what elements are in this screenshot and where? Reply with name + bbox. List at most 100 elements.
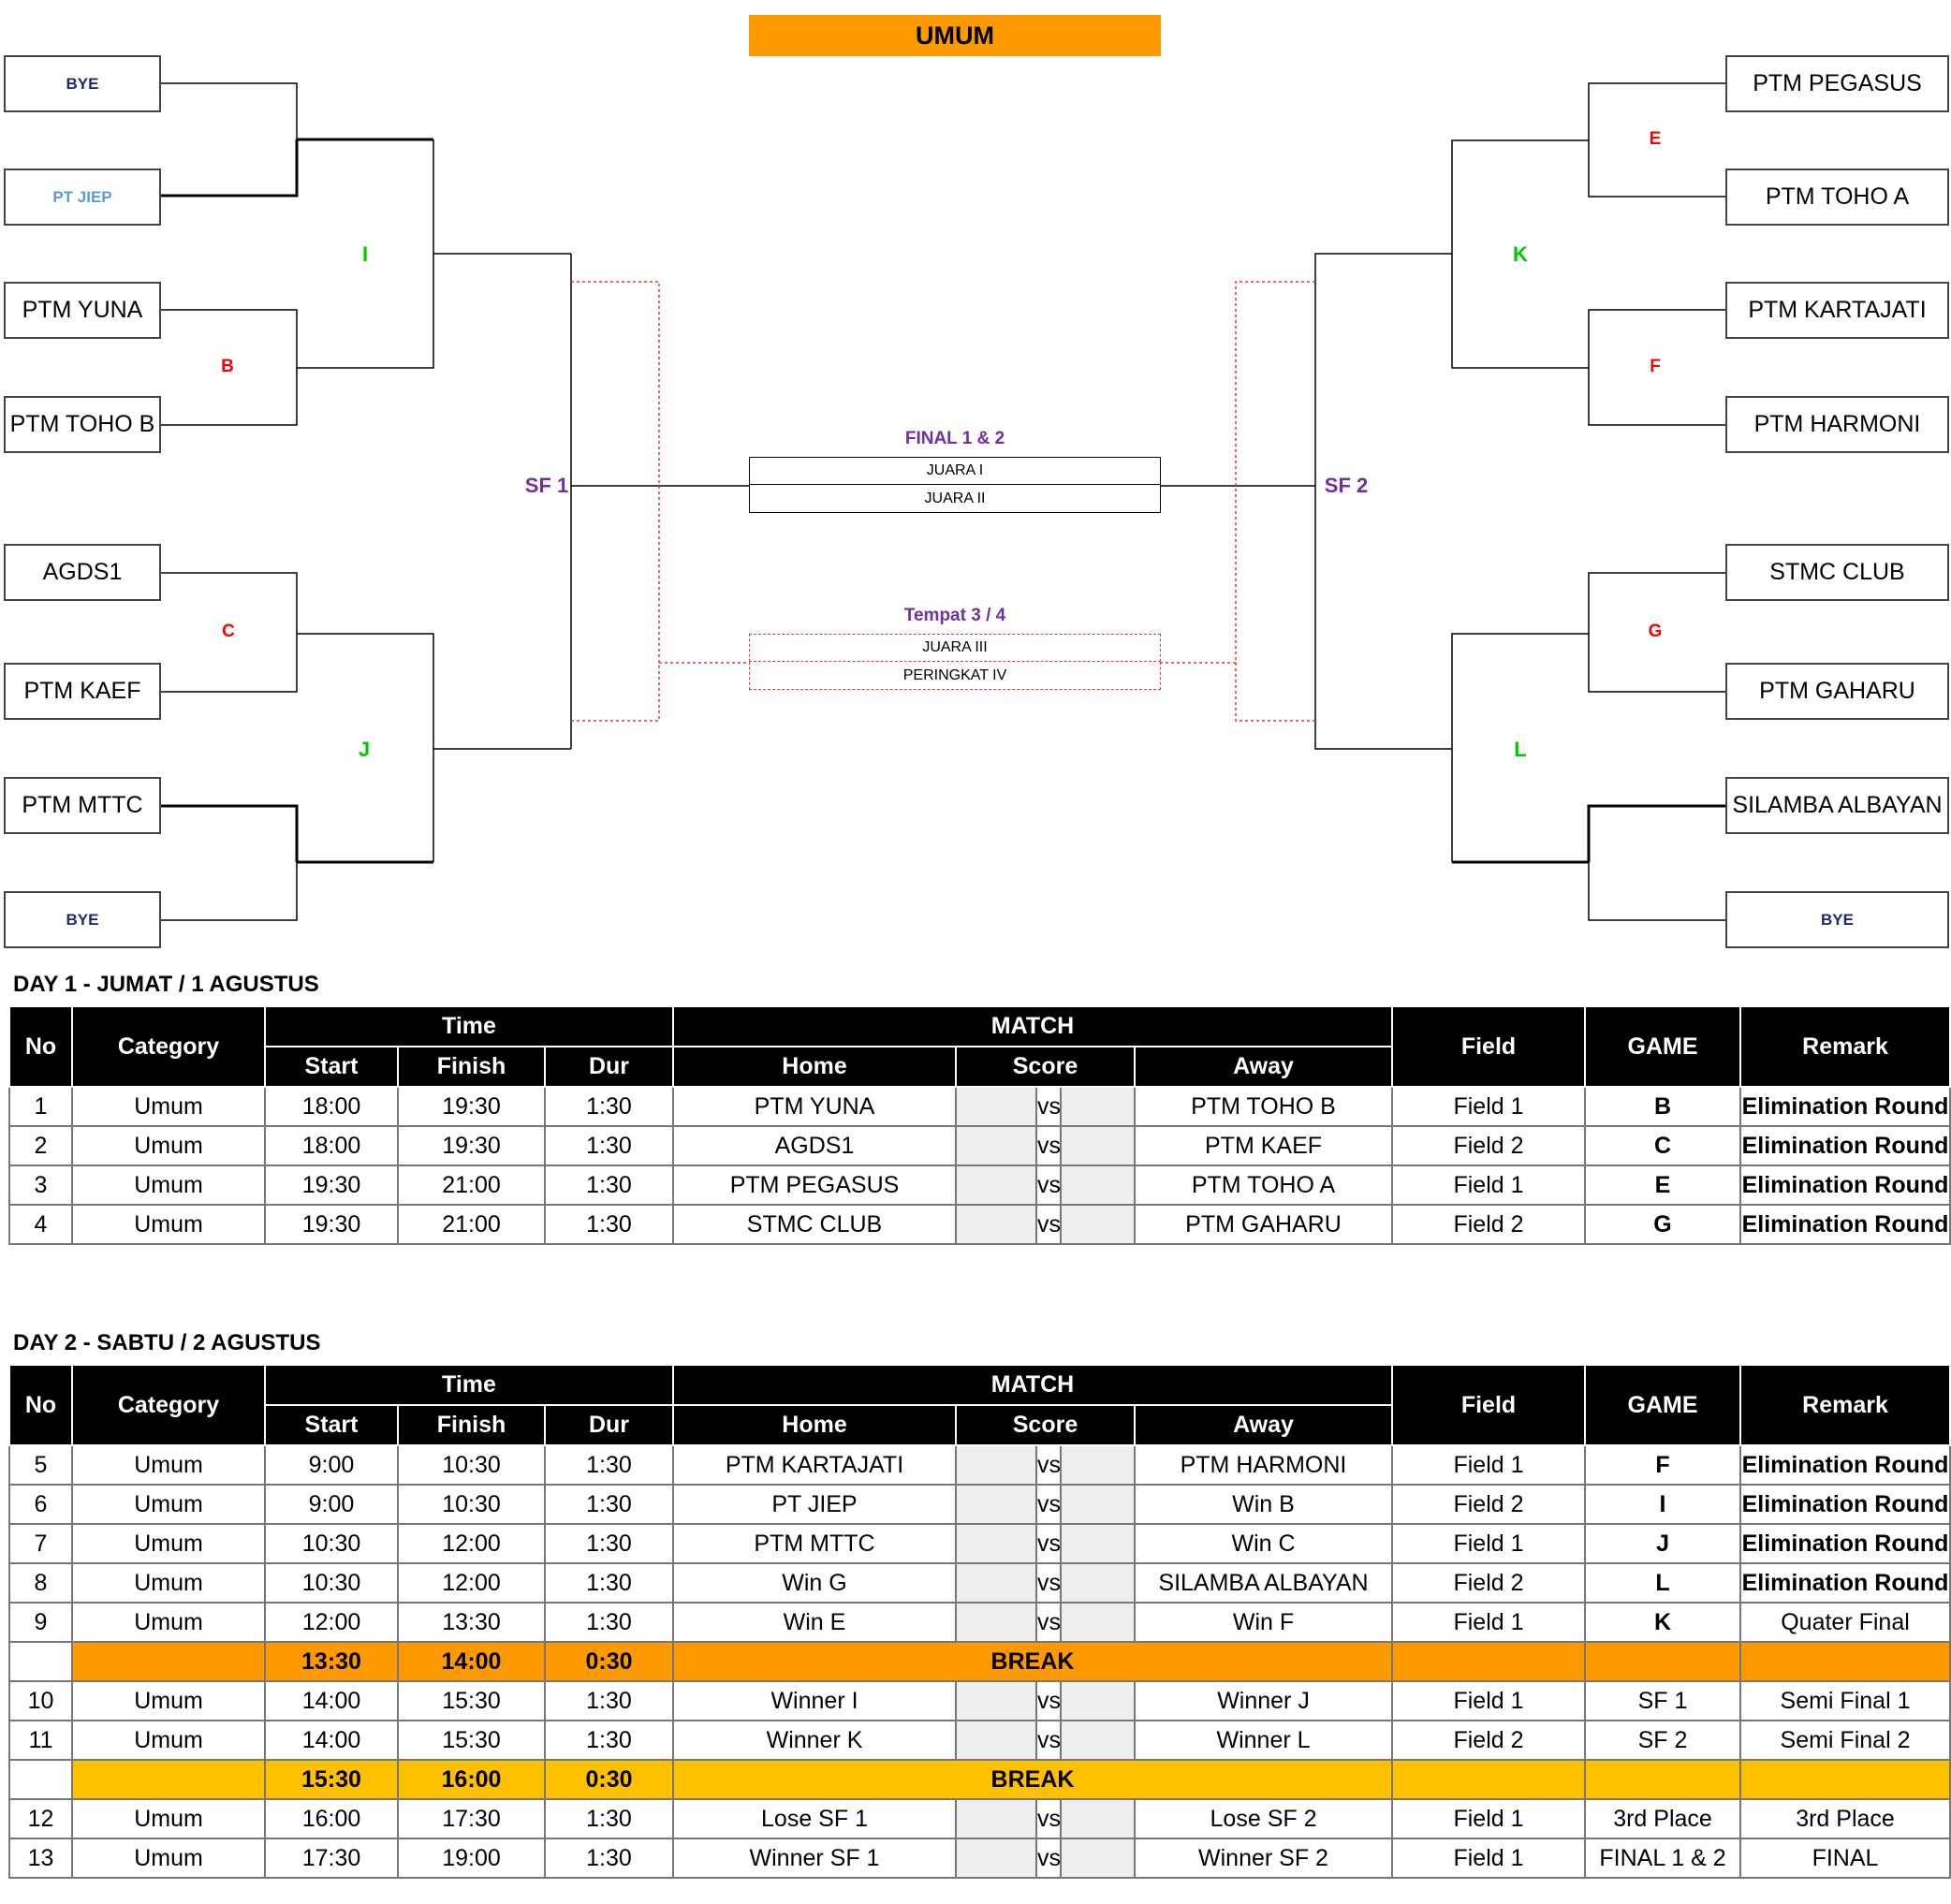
cell-start: 10:30 [264,1523,399,1564]
cell-no: 5 [8,1444,73,1486]
cell-away: PTM TOHO B [1133,1086,1394,1127]
cell-dur: 1:30 [544,1484,674,1525]
cell-away: PTM TOHO A [1133,1164,1394,1206]
cell-vs: vs [1035,1720,1062,1761]
score-away-cell [1060,1720,1136,1761]
cell-dur: 1:30 [544,1444,674,1486]
cell-start: 18:00 [264,1125,399,1166]
team-box-right-5: STMC CLUB [1725,544,1949,601]
score-home-cell [955,1720,1037,1761]
cell-category: Umum [71,1602,266,1643]
third-place-row-1: JUARA III [749,634,1161,662]
cell-game: FINAL 1 & 2 [1584,1838,1742,1879]
break-cell-start: 13:30 [264,1641,399,1682]
final-heading: FINAL 1 & 2 [904,429,1005,448]
col-header-score: Score [955,1404,1136,1446]
cell-remark: Elimination Round [1739,1523,1951,1564]
col-header-dur: Dur [544,1046,674,1088]
cell-field: Field 2 [1391,1484,1587,1525]
match-label-k: K [1513,242,1528,266]
cell-dur: 1:30 [544,1164,674,1206]
cell-game: C [1584,1125,1742,1166]
match-label-l: L [1514,738,1527,761]
cell-home: PT JIEP [672,1484,957,1525]
cell-no: 11 [8,1720,73,1761]
match-label-c: C [222,622,235,641]
col-header-game: GAME [1584,1364,1742,1446]
cell-vs: vs [1035,1125,1062,1166]
score-home-cell [955,1444,1037,1486]
cell-finish: 12:00 [397,1562,546,1604]
cell-field: Field 2 [1391,1125,1587,1166]
team-box-left-8: BYE [4,891,161,948]
cell-remark: Elimination Round [1739,1204,1951,1245]
break-cell-dur: 0:30 [544,1759,674,1800]
cell-field: Field 1 [1391,1164,1587,1206]
col-header-score: Score [955,1046,1136,1088]
score-away-cell [1060,1602,1136,1643]
break-cell-field [1391,1641,1587,1682]
cell-home: Lose SF 1 [672,1798,957,1839]
score-away-cell [1060,1086,1136,1127]
team-box-right-7: SILAMBA ALBAYAN [1725,777,1949,834]
col-header-time: Time [264,1005,674,1047]
team-box-right-1: PTM PEGASUS [1725,55,1949,112]
match-label-i: I [361,242,369,266]
cell-home: Win E [672,1602,957,1643]
cell-vs: vs [1035,1444,1062,1486]
team-box-right-2: PTM TOHO A [1725,168,1949,226]
score-home-cell [955,1125,1037,1166]
cell-finish: 17:30 [397,1798,546,1839]
cell-dur: 1:30 [544,1125,674,1166]
cell-vs: vs [1035,1562,1062,1604]
break-cell-game [1584,1759,1742,1800]
cell-away: PTM HARMONI [1133,1444,1394,1486]
col-header-no: No [8,1364,73,1446]
cell-dur: 1:30 [544,1562,674,1604]
cell-field: Field 1 [1391,1602,1587,1643]
col-header-category: Category [71,1005,266,1088]
cell-dur: 1:30 [544,1680,674,1721]
cell-start: 18:00 [264,1086,399,1127]
cell-game: G [1584,1204,1742,1245]
cell-field: Field 1 [1391,1680,1587,1721]
score-home-cell [955,1562,1037,1604]
cell-start: 16:00 [264,1798,399,1839]
cell-category: Umum [71,1798,266,1839]
cell-dur: 1:30 [544,1602,674,1643]
cell-remark: Elimination Round [1739,1484,1951,1525]
break-cell-no [8,1641,73,1682]
match-label-f: F [1650,357,1661,376]
cell-remark: FINAL [1739,1838,1951,1879]
col-header-remark: Remark [1739,1364,1951,1446]
col-header-home: Home [672,1046,957,1088]
match-label-sf1: SF 1 [524,474,569,497]
cell-game: SF 2 [1584,1720,1742,1761]
cell-vs: vs [1035,1204,1062,1245]
break-label: BREAK [671,1641,1394,1682]
col-header-category: Category [71,1364,266,1446]
cell-category: Umum [71,1086,266,1127]
break-cell-dur: 0:30 [544,1641,674,1682]
cell-start: 9:00 [264,1444,399,1486]
team-box-left-6: PTM KAEF [4,663,161,720]
cell-away: SILAMBA ALBAYAN [1133,1562,1394,1604]
cell-home: AGDS1 [672,1125,957,1166]
cell-category: Umum [71,1562,266,1604]
cell-game: L [1584,1562,1742,1604]
cell-field: Field 1 [1391,1523,1587,1564]
cell-start: 12:00 [264,1602,399,1643]
cell-no: 13 [8,1838,73,1879]
cell-home: Winner K [672,1720,957,1761]
bracket-lines [161,82,1725,921]
score-away-cell [1060,1562,1136,1604]
cell-remark: Quater Final [1739,1602,1951,1643]
break-label: BREAK [671,1759,1394,1800]
col-header-no: No [8,1005,73,1088]
col-header-finish: Finish [397,1404,546,1446]
